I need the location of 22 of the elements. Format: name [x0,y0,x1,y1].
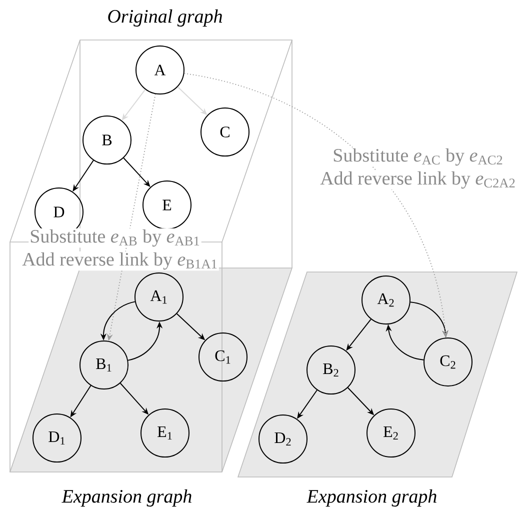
graph-node: A$_{1}$ [134,272,184,322]
edge-label: Substitute e$_{AC}$ by e$_{AC2}$ [332,147,504,167]
graph-node: E$_{1}$ [140,408,190,458]
node-label: Expansion graph [306,489,436,507]
note-text: Add reverse link by e$_{C2A2}$ [319,170,517,190]
graph-node: B$_{1}$ [80,340,128,390]
node-label: Original graph [108,9,222,27]
graph-node: D$_{1}$ [32,414,82,462]
graph-node: A$_{2}$ [362,276,410,324]
graph-node: E$_{2}$ [366,408,416,458]
graph-node: B$_{2}$ [306,346,356,394]
note-text: Add reverse link by e$_{B1A1}$ [21,251,219,271]
graph-node: C$_{1}$ [198,332,248,382]
graph-node: A [136,46,184,94]
node-label: Expansion graph [62,489,192,507]
graph-node: C [200,108,250,156]
graph-node: B [82,116,132,164]
graph-node: E [142,180,192,230]
graph-node: C$_{2}$ [424,338,472,386]
graph-node: D$_{2}$ [258,414,308,464]
edge-label: Substitute e$_{AB}$ by e$_{AB1}$ [28,228,202,248]
arrow [123,158,150,187]
